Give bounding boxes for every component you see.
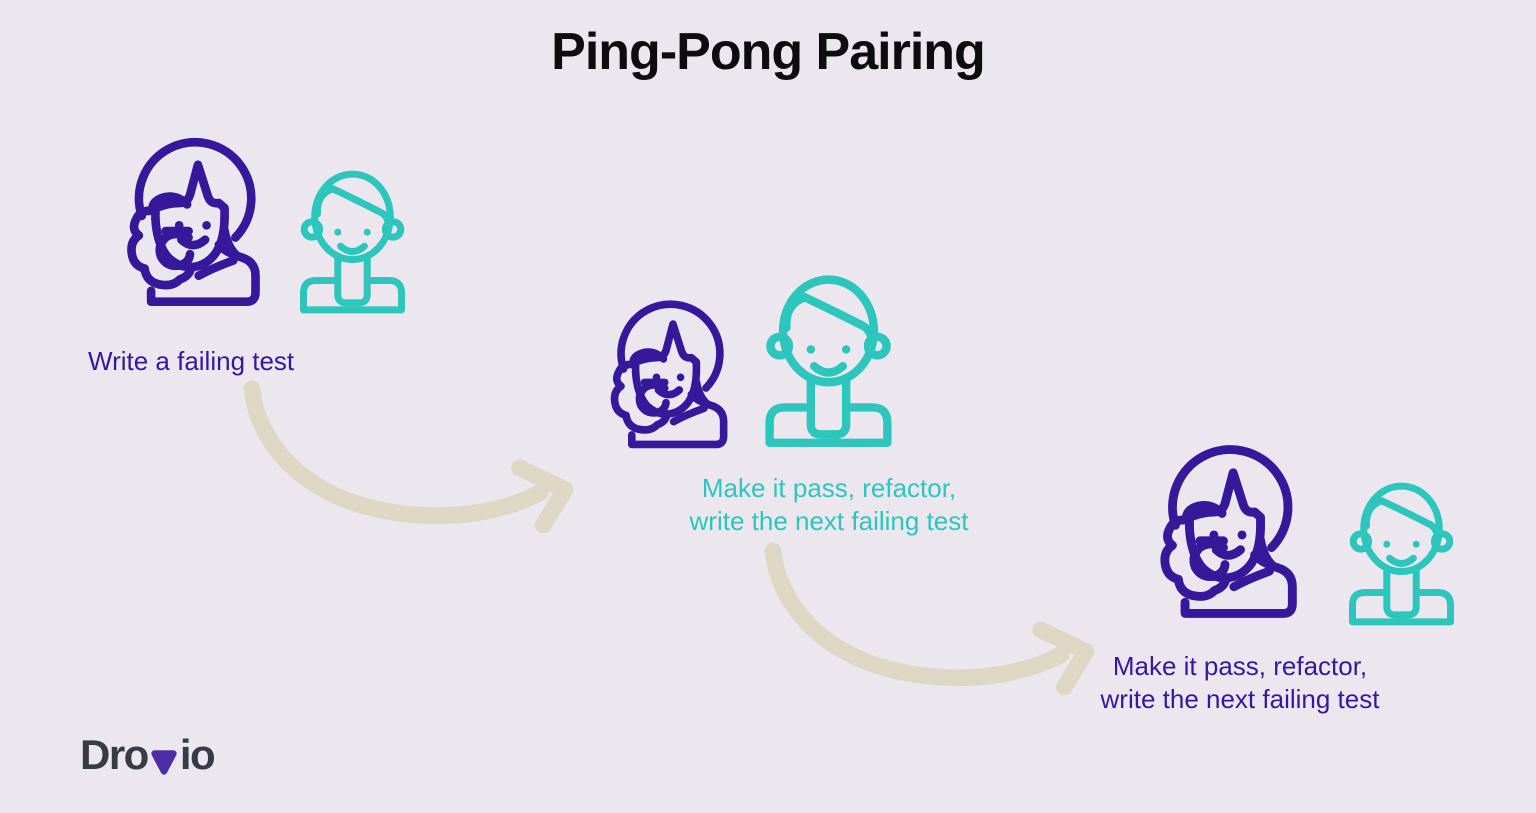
- caption-line: Make it pass, refactor,: [1112, 651, 1368, 681]
- purple-developer-typing-icon: [1151, 424, 1299, 637]
- caption-line: write the next failing test: [689, 506, 969, 536]
- caption-line: write the next failing test: [1100, 684, 1380, 714]
- arrow-step2-to-step3-icon: [764, 542, 1100, 695]
- page-title: Ping-Pong Pairing: [551, 23, 986, 81]
- step-1-caption: Write a failing test: [88, 345, 408, 378]
- drovio-logo: Dro io: [80, 731, 216, 779]
- caption-line: Make it pass, refactor,: [701, 473, 957, 503]
- step-2-caption: Make it pass, refactor, write the next f…: [654, 472, 1004, 538]
- chevron-down-icon: [151, 750, 177, 775]
- teal-developer-watching-icon: [293, 155, 412, 322]
- purple-developer-typing-icon: [118, 118, 262, 324]
- step-2-figures: [600, 255, 900, 459]
- step-3-caption: Make it pass, refactor, write the next f…: [1065, 650, 1415, 716]
- teal-developer-watching-icon: [757, 255, 900, 459]
- teal-developer-watching-icon: [1342, 466, 1461, 635]
- caption-line: Write a failing test: [88, 346, 295, 376]
- step-3-figures: [1151, 424, 1463, 637]
- purple-developer-typing-icon: [600, 288, 732, 459]
- logo-text-post: io: [179, 731, 216, 778]
- logo-text-pre: Dro: [80, 731, 149, 778]
- step-1-figures: [118, 118, 418, 324]
- arrow-step1-to-step2-icon: [243, 380, 579, 533]
